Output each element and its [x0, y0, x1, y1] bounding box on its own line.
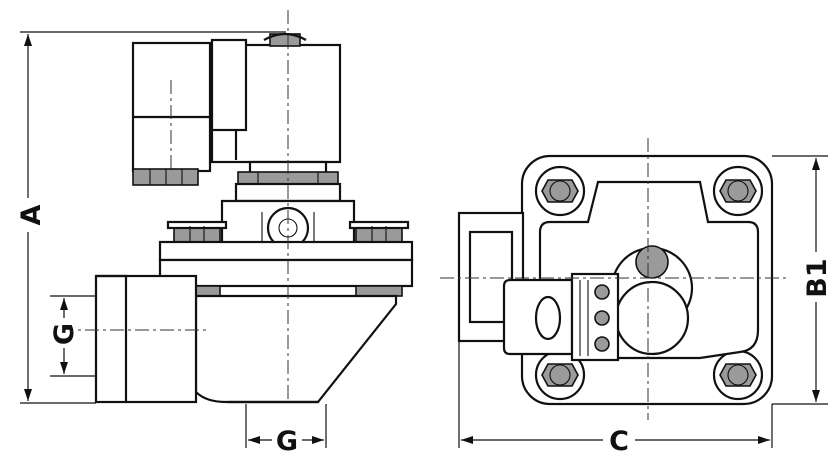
valve-body	[194, 294, 398, 404]
corner-bolt-top-left	[534, 165, 586, 217]
dimension-g-bottom: G	[245, 404, 327, 457]
dimension-g-bottom-label: G	[276, 426, 298, 457]
corner-bolt-top-right	[712, 165, 764, 217]
lower-flange	[158, 258, 414, 288]
corner-bolt-bottom-right	[712, 349, 764, 401]
dimension-b1: B1	[772, 155, 833, 405]
side-view	[60, 10, 414, 404]
dimension-a: A	[14, 31, 286, 404]
corner-bolt-bottom-left	[534, 349, 586, 401]
dimension-a-label: A	[16, 204, 47, 225]
inlet-port	[94, 274, 198, 404]
upper-flange	[158, 240, 414, 262]
top-view	[440, 138, 790, 420]
dimension-c: C	[458, 342, 773, 457]
terminal-1	[594, 284, 610, 300]
terminal-2	[594, 310, 610, 326]
dimension-c-label: C	[609, 426, 629, 457]
dimension-g-side-label: G	[49, 323, 80, 345]
connector-top	[502, 278, 574, 356]
dimension-g-side: G	[49, 295, 96, 377]
dimension-b1-label: B1	[802, 258, 833, 297]
terminal-3	[594, 336, 610, 352]
